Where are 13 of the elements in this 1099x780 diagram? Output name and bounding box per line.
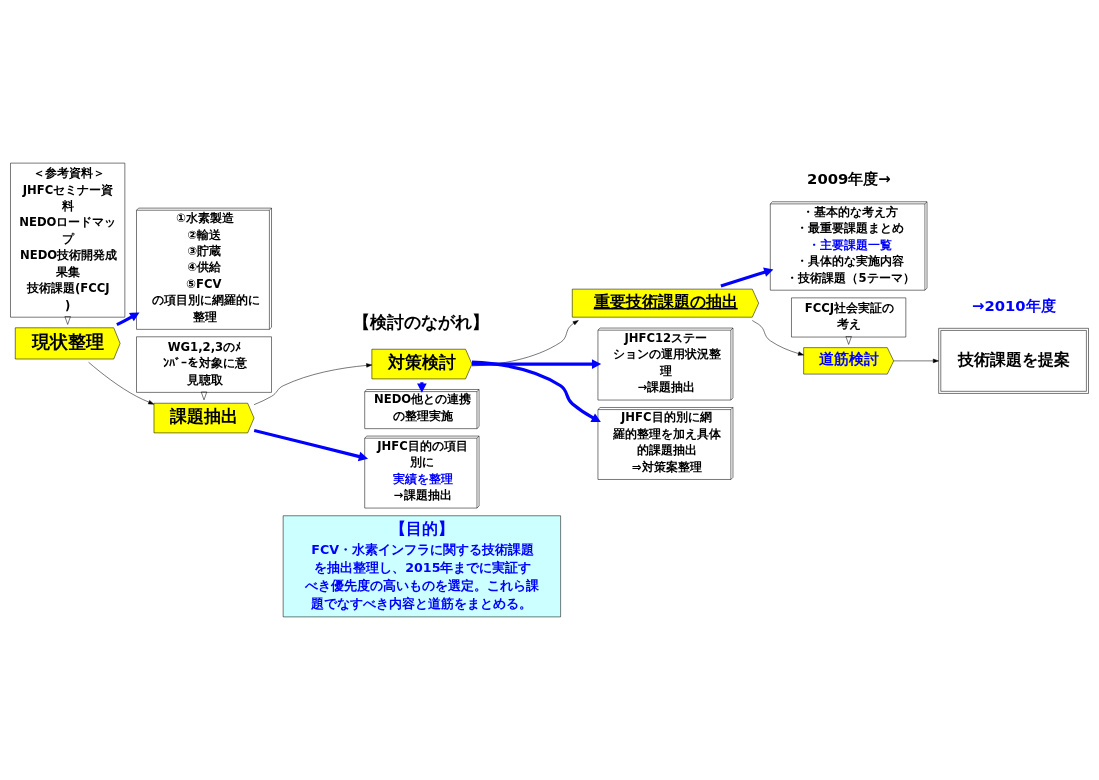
- label: →2010年度: [972, 296, 1056, 314]
- arrow: [471, 360, 601, 423]
- arrow: [720, 267, 774, 288]
- label: 2009年度→: [807, 170, 891, 188]
- arrow: [253, 363, 373, 405]
- arrow: [752, 320, 804, 356]
- arrow: [88, 362, 155, 405]
- node-box: 【目的】 FCV・水素インフラに関する技術課題を抽出整理し、2015年までに実証すべき優先度の高いものを選定。これら課題でなすべき内容と道筋をまとめる。: [282, 515, 561, 618]
- arrow: [471, 359, 602, 369]
- arrow: [893, 358, 939, 363]
- arrow: [253, 428, 369, 462]
- label: 【検討のながれ】: [352, 311, 489, 332]
- arrow: [116, 312, 140, 327]
